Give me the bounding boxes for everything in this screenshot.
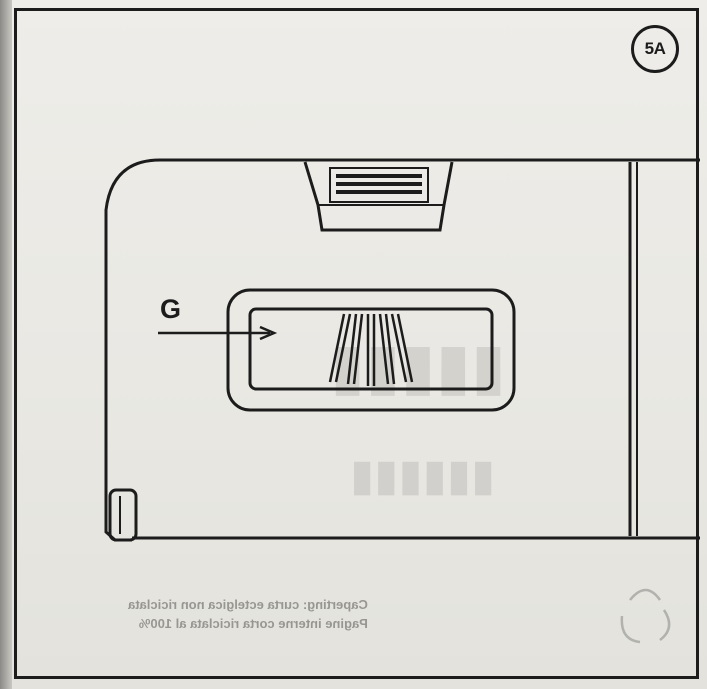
bleed-through-line-2: Pagine interne corta riciclata al 100% (138, 615, 368, 631)
recycle-icon (620, 588, 671, 644)
toner-window (226, 288, 516, 412)
hinge-detail (104, 488, 138, 542)
top-latch (303, 161, 454, 232)
arrow-right-icon (158, 325, 278, 341)
step-badge: 5A (631, 25, 679, 73)
bleed-through-recycling-note: Caperting: curta ectelgica non riciclata… (128, 596, 368, 634)
diagram-frame (14, 8, 699, 679)
printer-body-outline (104, 158, 700, 500)
callout-label-g: G (160, 294, 182, 324)
bleed-through-line-1: Caperting: curta ectelgica non riciclata (128, 597, 368, 612)
indicator-rays (328, 313, 414, 386)
page-edge-shadow (0, 0, 12, 689)
